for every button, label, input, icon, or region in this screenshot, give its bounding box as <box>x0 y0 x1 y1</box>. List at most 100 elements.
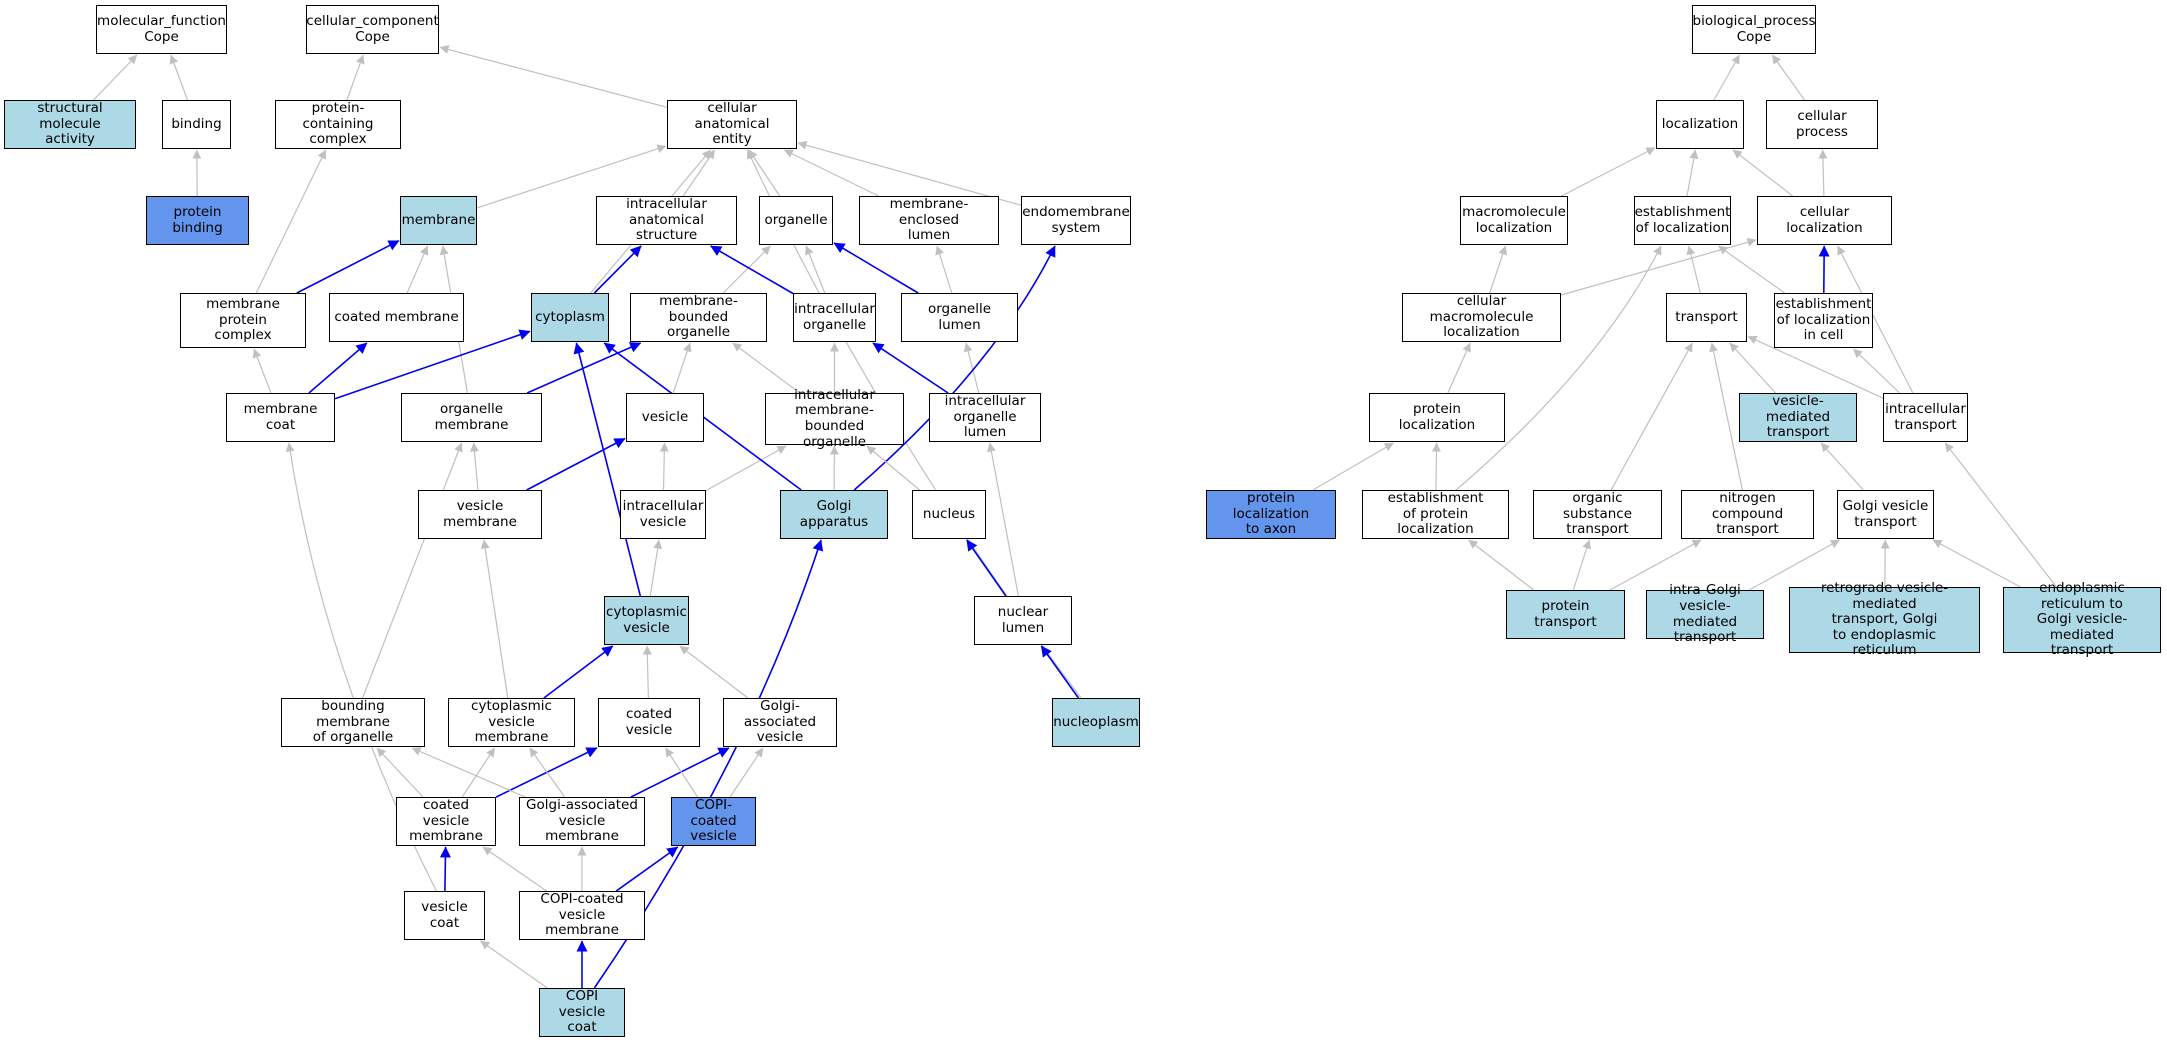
node-vesicle-coat[interactable]: vesicle coat <box>404 891 485 940</box>
node-protein-localization-to-axon[interactable]: protein localization to axon <box>1206 490 1336 539</box>
node-cellular-process[interactable]: cellular process <box>1766 100 1878 149</box>
edge-copi-coated-ves-memb-to-copi-coated-ves <box>615 846 679 892</box>
node-endomembrane-system[interactable]: endomembrane system <box>1021 196 1131 245</box>
node-membrane-coat[interactable]: membrane coat <box>226 393 335 442</box>
node-binding[interactable]: binding <box>162 100 231 149</box>
edge-prot-complex-to-cc-root <box>346 54 365 101</box>
node-bounding-membrane-of-organelle[interactable]: bounding membrane of organelle <box>281 698 425 747</box>
edge-coated-ves-memb-to-bound-memb-org <box>376 747 424 798</box>
edge-intra-transport-to-transport <box>1747 335 1884 399</box>
node-cellular-macromolecule-localization[interactable]: cellular macromolecule localization <box>1402 293 1561 342</box>
node-organelle[interactable]: organelle <box>759 196 833 245</box>
edge-vesicle-coat-to-coated-ves-memb <box>439 846 451 892</box>
edge-estab-loc-to-localization <box>1686 149 1699 197</box>
node-vesicle-membrane[interactable]: vesicle membrane <box>418 490 542 539</box>
node-transport[interactable]: transport <box>1666 293 1747 342</box>
node-nuclear-lumen[interactable]: nuclear lumen <box>974 596 1072 645</box>
edge-nuclear-lumen-to-intra-org-lumen <box>986 442 1019 597</box>
edge-membrane-to-cell-anat <box>476 144 667 209</box>
node-er-to-golgi-vesicle-mediated-transport[interactable]: endoplasmic reticulum to Golgi vesicle-m… <box>2003 580 2161 658</box>
node-coated-vesicle[interactable]: coated vesicle <box>598 698 700 747</box>
node-molecular-function[interactable]: molecular_function Cope <box>96 5 227 54</box>
node-retrograde-vesicle-mediated-transport[interactable]: retrograde vesicle-mediated transport, G… <box>1789 580 1980 658</box>
node-membrane-enclosed-lumen[interactable]: membrane-enclosed lumen <box>859 196 999 245</box>
node-intra-golgi-vesicle-mediated-transport[interactable]: intra-Golgi vesicle-mediated transport <box>1646 583 1764 645</box>
node-coated-membrane[interactable]: coated membrane <box>329 293 464 342</box>
edge-cyto-ves-memb-to-cyto-vesicle <box>543 645 614 699</box>
node-intracellular-anatomical-structure[interactable]: intracellular anatomical structure <box>596 196 737 245</box>
node-structural-molecule-activity[interactable]: structural molecule activity <box>4 100 136 149</box>
edge-golgi-assoc-ves-memb-to-cyto-ves-memb <box>529 747 566 798</box>
edge-memb-prot-complex-to-membrane <box>296 239 400 294</box>
edge-protein-transport-to-estab-prot-loc <box>1468 539 1535 591</box>
node-protein-localization[interactable]: protein localization <box>1369 393 1505 442</box>
edge-cell-loc-to-localization <box>1732 149 1794 197</box>
node-coated-vesicle-membrane[interactable]: coated vesicle membrane <box>396 797 496 846</box>
edge-endomembrane-to-cell-anat <box>797 140 1022 206</box>
edge-intra-anat-to-cell-anat <box>682 149 716 197</box>
node-golgi-vesicle-transport[interactable]: Golgi vesicle transport <box>1837 490 1934 539</box>
edge-nitrogen-transport-to-transport <box>1709 342 1743 491</box>
edge-prot-loc-axon-to-protein-loc <box>1312 442 1394 491</box>
node-golgi-associated-vesicle[interactable]: Golgi-associated vesicle <box>723 698 837 747</box>
node-cellular-component[interactable]: cellular_component Cope <box>306 5 439 54</box>
node-intracellular-membrane-bounded-organelle[interactable]: intracellular membrane-bounded organelle <box>765 387 904 449</box>
node-vesicle[interactable]: vesicle <box>626 393 704 442</box>
node-establishment-of-localization-in-cell[interactable]: establishment of localization in cell <box>1774 293 1873 348</box>
node-organelle-lumen[interactable]: organelle lumen <box>901 293 1018 342</box>
edge-intra-transport-to-estab-loc-cell <box>1853 348 1901 394</box>
edge-vesicle-membrane-to-vesicle <box>526 437 626 491</box>
node-macromolecule-localization[interactable]: macromolecule localization <box>1460 196 1568 245</box>
node-intracellular-vesicle[interactable]: intracellular vesicle <box>620 490 706 539</box>
edge-intra-org-lumen-to-intra-org <box>872 342 949 394</box>
node-cytoplasmic-vesicle[interactable]: cytoplasmic vesicle <box>604 596 689 645</box>
edge-org-subst-transport-to-transport <box>1610 342 1693 491</box>
node-protein-containing-complex[interactable]: protein-containing complex <box>275 100 401 149</box>
node-biological-process[interactable]: biological_process Cope <box>1692 5 1816 54</box>
node-protein-transport[interactable]: protein transport <box>1506 590 1625 639</box>
node-intracellular-organelle[interactable]: intracellular organelle <box>793 293 876 342</box>
node-intracellular-organelle-lumen[interactable]: intracellular organelle lumen <box>929 393 1041 442</box>
node-protein-binding[interactable]: protein binding <box>146 196 249 245</box>
node-organic-substance-transport[interactable]: organic substance transport <box>1533 490 1662 539</box>
edge-intra-org-to-intra-anat <box>710 245 794 295</box>
edge-golgi-assoc-ves-memb-to-golgi-assoc-ves <box>630 747 730 798</box>
node-cytoplasm[interactable]: cytoplasm <box>531 293 609 342</box>
edge-retrograde-to-golgi-ves-transport <box>1880 539 1890 588</box>
edge-macromol-loc-to-localization <box>1561 147 1656 197</box>
node-establishment-of-protein-localization[interactable]: establishment of protein localization <box>1362 490 1509 539</box>
node-membrane[interactable]: membrane <box>400 196 477 245</box>
node-golgi-apparatus[interactable]: Golgi apparatus <box>780 490 888 539</box>
edge-golgi-ves-transport-to-ves-med-transport <box>1820 442 1864 491</box>
edge-nucleus-to-intra-mb-org <box>866 445 920 491</box>
node-copi-coated-vesicle[interactable]: COPI-coated vesicle <box>671 797 756 846</box>
node-cellular-anatomical-entity[interactable]: cellular anatomical entity <box>667 100 797 149</box>
edge-copi-coated-ves-memb-to-coated-ves-memb <box>482 846 547 892</box>
node-membrane-protein-complex[interactable]: membrane protein complex <box>180 293 306 348</box>
node-cytoplasmic-vesicle-membrane[interactable]: cytoplasmic vesicle membrane <box>448 698 575 747</box>
node-nucleus[interactable]: nucleus <box>912 490 986 539</box>
node-establishment-of-localization[interactable]: establishment of localization <box>1634 196 1731 245</box>
node-organelle-membrane[interactable]: organelle membrane <box>401 393 542 442</box>
node-copi-coated-vesicle-membrane[interactable]: COPI-coated vesicle membrane <box>519 891 645 940</box>
node-nitrogen-compound-transport[interactable]: nitrogen compound transport <box>1681 490 1814 539</box>
node-cellular-localization[interactable]: cellular localization <box>1757 196 1892 245</box>
node-copi-vesicle-coat[interactable]: COPI vesicle coat <box>539 988 625 1037</box>
node-golgi-associated-vesicle-membrane[interactable]: Golgi-associated vesicle membrane <box>519 797 645 846</box>
edge-struct-mol-to-mf-root <box>93 54 138 101</box>
node-membrane-bounded-organelle[interactable]: membrane-bounded organelle <box>630 293 767 342</box>
edge-nuclear-lumen-to-nucleus <box>966 539 1007 597</box>
edge-memb-bound-org-to-organelle <box>722 245 771 294</box>
node-vesicle-mediated-transport[interactable]: vesicle-mediated transport <box>1739 393 1857 442</box>
edge-protein-transport-to-org-subst-transport <box>1572 539 1591 591</box>
node-localization[interactable]: localization <box>1656 100 1744 149</box>
edge-intra-vesicle-to-vesicle <box>659 442 669 491</box>
edge-intra-transport-to-cell-loc <box>1837 245 1914 394</box>
edge-org-lumen-to-memb-encl-lumen <box>935 245 953 294</box>
node-intracellular-transport[interactable]: intracellular transport <box>1883 393 1968 442</box>
edge-cell-macromol-loc-to-macromol-loc <box>1489 245 1508 294</box>
edge-transport-to-estab-loc <box>1686 245 1701 294</box>
edge-intra-mb-org-to-memb-bound-org <box>732 342 801 394</box>
node-nucleoplasm[interactable]: nucleoplasm <box>1052 698 1140 747</box>
